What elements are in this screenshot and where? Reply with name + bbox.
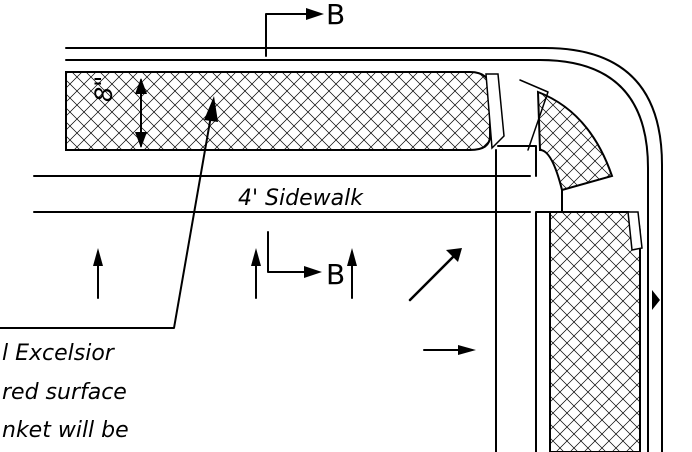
flow-arrow-up-left: [93, 248, 103, 299]
section-cut-bottom: B: [267, 231, 345, 291]
callout-leader: [0, 96, 218, 329]
sidewalk-label: 4' Sidewalk: [238, 186, 364, 211]
dimension-8in: 8": [90, 76, 147, 148]
section-cut-top: B: [265, 0, 345, 57]
inner-curb-line: [65, 59, 649, 452]
sidewalk-notch-right: [535, 189, 563, 452]
outer-curb-line: [65, 47, 663, 452]
callout-line-3: nket will be: [2, 418, 129, 443]
callout-note: l Excelsior red surface nket will be: [2, 341, 129, 443]
section-label-bottom: B: [326, 258, 345, 291]
erosion-blanket-top: [65, 71, 505, 151]
section-label-top: B: [326, 0, 345, 31]
callout-line-1: l Excelsior: [2, 341, 116, 366]
dimension-label: 8": [90, 76, 118, 102]
callout-line-2: red surface: [2, 380, 127, 405]
flow-arrow-up-right: [347, 248, 357, 299]
sidewalk-notch-top: [497, 145, 537, 177]
flow-arrow-up-center: [251, 248, 261, 299]
edge-tick-mark: [652, 290, 660, 310]
flow-arrow-right: [423, 345, 476, 355]
flow-arrow-diagonal: [408, 248, 462, 302]
erosion-blanket-right: [549, 211, 643, 452]
erosion-blanket-corner: [519, 79, 614, 192]
